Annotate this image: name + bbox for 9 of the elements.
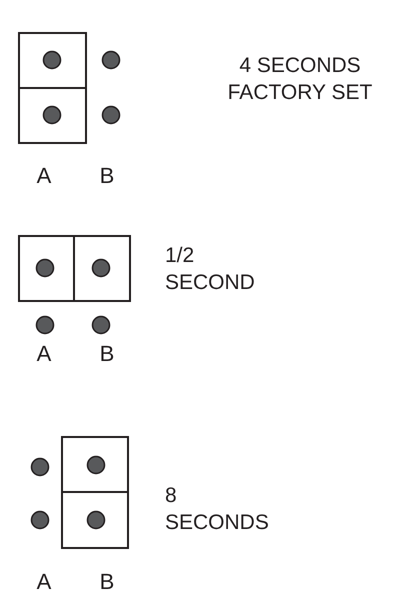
setting-label: 8 SECONDS: [165, 483, 270, 536]
setting-label: B: [98, 162, 116, 190]
setting-label: 4 SECONDS FACTORY SET: [226, 53, 374, 106]
setting-label: A: [36, 162, 52, 190]
setting-label: B: [98, 568, 116, 596]
setting-label: A: [36, 340, 52, 368]
setting-label: 1/2 SECOND: [165, 243, 256, 296]
setting-label: A: [36, 568, 52, 596]
setting-label: B: [98, 340, 116, 368]
